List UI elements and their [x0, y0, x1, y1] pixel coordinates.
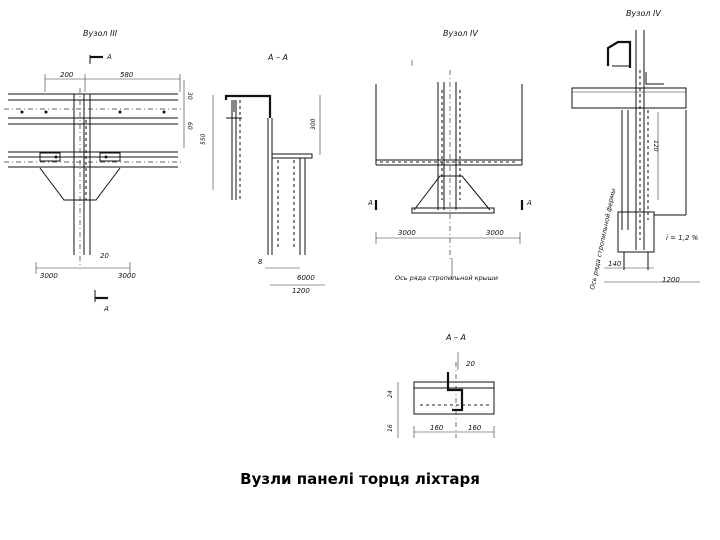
cut-a-bottom-label: А — [103, 305, 109, 313]
slope-label: i = 1,2 % — [666, 234, 699, 242]
dim-3000-center-left: 3000 — [398, 229, 416, 237]
dim-160-right: 160 — [468, 424, 482, 432]
axis-note: Ось ряда стропильной крыши — [395, 274, 498, 282]
dim-30: 30 — [186, 92, 193, 100]
node-3-title: Вузол III — [83, 29, 118, 38]
cut-a-right-label: А — [526, 199, 532, 207]
dim-200: 200 — [60, 71, 74, 79]
dim-8: 8 — [258, 258, 263, 266]
dim-3000-right: 3000 — [118, 272, 136, 280]
node-4a-title: Вузол IV — [443, 29, 478, 38]
node-4-right-drawing: Вузол IV 120 i = 1,2 % 140 1200 Ось — [571, 9, 700, 291]
dim-3000-center-right: 3000 — [486, 229, 504, 237]
node-3-drawing: Вузол III А 200 580 30 60 — [4, 29, 193, 313]
section-aa-1-drawing: А – А 550 300 8 6000 1200 — [200, 53, 325, 295]
dim-580: 580 — [120, 71, 134, 79]
node-4b-title: Вузол IV — [626, 9, 661, 18]
dim-1200-a: 1200 — [292, 287, 310, 295]
cut-a-left-label: А — [367, 199, 373, 207]
dim-140: 140 — [608, 260, 622, 268]
dim-20-a: 20 — [100, 252, 109, 260]
dim-24: 24 — [387, 390, 394, 398]
dim-1200-b: 1200 — [662, 276, 680, 284]
dim-20-b: 20 — [466, 360, 475, 368]
dim-120: 120 — [652, 140, 659, 152]
dim-60: 60 — [186, 122, 193, 130]
caption: Вузли панелі торця ліхтаря — [240, 470, 480, 488]
node-4-center-drawing: Вузол IV А А 3000 3000 Ось ряда стропиль… — [367, 29, 532, 282]
cut-a-top-label: А — [106, 53, 112, 61]
dim-6000: 6000 — [297, 274, 315, 282]
dim-3000-left: 3000 — [40, 272, 58, 280]
dim-16: 16 — [387, 424, 394, 432]
dim-550: 550 — [200, 133, 207, 145]
dim-300: 300 — [310, 118, 317, 130]
vertical-note: Ось ряда стропильной фермы — [588, 188, 617, 291]
section-aa-1-title: А – А — [267, 53, 288, 62]
section-aa-2-title: А – А — [445, 333, 466, 342]
section-aa-2-drawing: А – А 20 24 16 160 160 — [387, 333, 495, 438]
dim-160-left: 160 — [430, 424, 444, 432]
